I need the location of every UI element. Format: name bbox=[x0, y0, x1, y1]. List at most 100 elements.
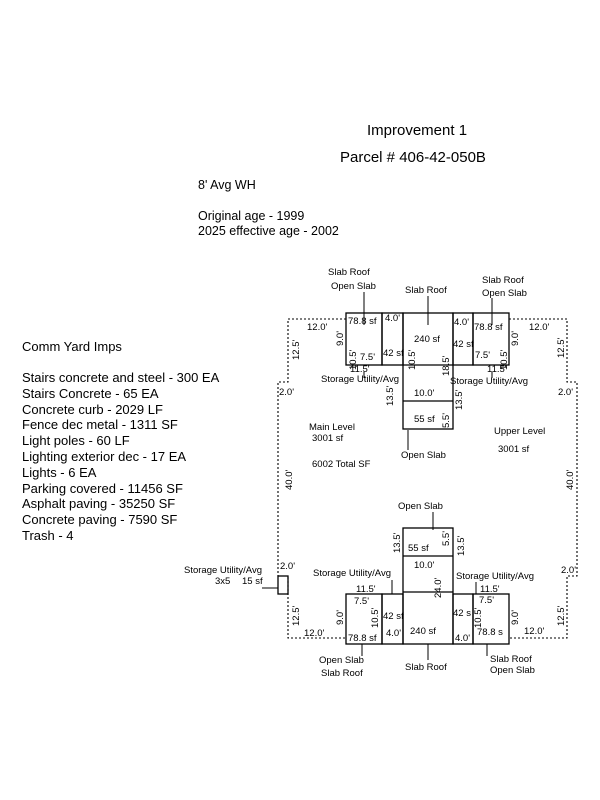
area-label: 78.8 sf bbox=[474, 322, 503, 333]
dim-label: 18.5' bbox=[441, 356, 452, 376]
dim-label: 9.0' bbox=[335, 331, 346, 346]
dim-label: 12.0' bbox=[304, 628, 324, 639]
dim-label: 10.0' bbox=[414, 388, 434, 399]
open-slab-label: Open Slab bbox=[398, 501, 443, 512]
list-item: Asphalt paving - 35250 SF bbox=[22, 496, 176, 512]
small-storage-unit bbox=[277, 575, 289, 595]
list-item: Stairs concrete and steel - 300 EA bbox=[22, 370, 220, 385]
list-item: Light poles - 60 LF bbox=[22, 433, 130, 449]
wall-height: 8' Avg WH bbox=[198, 178, 256, 192]
dim-label: 13.5' bbox=[456, 536, 467, 556]
dim-label: 7.5' bbox=[479, 595, 494, 606]
dim-label: 11.5' bbox=[480, 584, 500, 595]
storage-label: Storage Utility/Avg bbox=[184, 565, 262, 576]
list-item: Lights - 6 EA bbox=[22, 464, 97, 480]
title: Improvement 1 bbox=[367, 122, 468, 139]
area-label: 42 s bbox=[453, 608, 471, 619]
list-item: Concrete curb - 2029 LF bbox=[22, 401, 163, 417]
dim-label: 2.0' bbox=[279, 387, 294, 398]
yard-imps-heading: Comm Yard Imps bbox=[22, 339, 122, 354]
slab-roof-label: Slab Roof bbox=[490, 654, 532, 665]
dim-label: 11.5' bbox=[487, 364, 507, 375]
area-label: 78.8 s bbox=[477, 627, 503, 638]
dim-label: 4.0' bbox=[385, 313, 400, 324]
dim-label: 13.5' bbox=[454, 390, 465, 410]
dim-label: 7.5' bbox=[360, 352, 375, 363]
list-item: Parking covered - 11456 SF bbox=[22, 480, 183, 496]
building-outline-top-left bbox=[277, 318, 346, 639]
dim-label: 9.0' bbox=[510, 610, 521, 625]
list-item: Trash - 4 bbox=[22, 527, 74, 543]
upper-level-label: Upper Level bbox=[494, 426, 545, 437]
dim-label: 12.0' bbox=[529, 322, 549, 333]
area-label: 240 sf bbox=[410, 626, 436, 637]
dim-label: 9.0' bbox=[510, 331, 521, 346]
area-label: 78.8 sf bbox=[348, 316, 377, 327]
dim-label: 9.0' bbox=[335, 610, 346, 625]
dim-label: 12.5' bbox=[556, 606, 567, 626]
list-item: Stairs Concrete - 65 EA bbox=[22, 385, 159, 401]
parcel-number: Parcel # 406-42-050B bbox=[340, 149, 486, 166]
building-outline-top-right bbox=[509, 318, 578, 639]
open-slab-label: Open Slab bbox=[490, 665, 535, 676]
slab-unit-top-right bbox=[472, 312, 510, 366]
dim-label: 10.5' bbox=[348, 350, 359, 370]
area-label: 15 sf bbox=[242, 576, 263, 587]
open-slab-label: Open Slab bbox=[331, 281, 376, 292]
main-level-sf: 3001 sf bbox=[312, 433, 344, 444]
open-slab-label: Open Slab bbox=[482, 288, 527, 299]
main-level-label: Main Level bbox=[309, 422, 355, 433]
area-label: 55 sf bbox=[414, 414, 435, 425]
dim-label: 2.0' bbox=[280, 561, 295, 572]
dim-label: 5.5' bbox=[441, 413, 452, 428]
list-item: Lighting exterior dec - 17 EA bbox=[22, 448, 187, 464]
dim-label: 4.0' bbox=[455, 633, 470, 644]
dim-label: 40.0' bbox=[565, 470, 576, 490]
dim-label: 13.5' bbox=[392, 533, 403, 553]
slab-roof-label: Slab Roof bbox=[405, 285, 447, 296]
dim-label: 2.0' bbox=[558, 387, 573, 398]
dim-label: 10.5' bbox=[370, 608, 381, 628]
list-item: Fence dec metal - 1311 SF bbox=[22, 417, 178, 433]
dim-label: 13.5' bbox=[385, 386, 396, 406]
slab-roof-label: Slab Roof bbox=[321, 668, 363, 679]
dim-label: 12.0' bbox=[524, 626, 544, 637]
dim-label: 7.5' bbox=[475, 350, 490, 361]
dim-label: 11.5' bbox=[350, 364, 370, 375]
area-label: 42 sf bbox=[453, 339, 474, 350]
dim-label: 7.5' bbox=[354, 596, 369, 607]
dim-label: 10.5' bbox=[499, 350, 510, 370]
slab-roof-label: Slab Roof bbox=[328, 267, 370, 278]
storage-label: Storage Utility/Avg bbox=[450, 376, 528, 387]
area-label: 42 sf bbox=[383, 611, 404, 622]
storage-label: Storage Utility/Avg bbox=[456, 571, 534, 582]
dim-label: 4.0' bbox=[454, 317, 469, 328]
dim-label: 12.0' bbox=[307, 322, 327, 333]
area-label: 78.8 sf bbox=[348, 633, 377, 644]
area-label: 240 sf bbox=[414, 334, 440, 345]
dim-label: 12.5' bbox=[556, 338, 567, 358]
open-slab-label: Open Slab bbox=[319, 655, 364, 666]
dim-label: 40.0' bbox=[284, 470, 295, 490]
total-sf-label: 6002 Total SF bbox=[312, 459, 371, 470]
original-age: Original age - 1999 bbox=[198, 209, 305, 223]
dim-label: 10.5' bbox=[407, 350, 418, 370]
dim-label: 5.5' bbox=[441, 531, 452, 546]
area-label: 42 sf bbox=[383, 348, 404, 359]
list-item: Concrete paving - 7590 SF bbox=[22, 512, 178, 528]
slab-roof-label: Slab Roof bbox=[482, 275, 524, 286]
slab-unit-bottom-right bbox=[472, 593, 510, 645]
yard-imps-list: Stairs concrete and steel - 300 EA Stair… bbox=[22, 370, 219, 544]
dim-label: 10.0' bbox=[414, 560, 434, 571]
dim-label: 24.0' bbox=[433, 578, 444, 598]
dim-label: 4.0' bbox=[386, 628, 401, 639]
storage-label: Storage Utility/Avg bbox=[313, 568, 391, 579]
area-label: 55 sf bbox=[408, 543, 429, 554]
dim-label: 12.5' bbox=[291, 606, 302, 626]
dim-label: 12.5' bbox=[291, 340, 302, 360]
dim-label: 11.5' bbox=[356, 584, 376, 595]
storage-size-label: 3x5 bbox=[215, 576, 230, 587]
storage-label: Storage Utility/Avg bbox=[321, 374, 399, 385]
open-slab-label: Open Slab bbox=[401, 450, 446, 461]
